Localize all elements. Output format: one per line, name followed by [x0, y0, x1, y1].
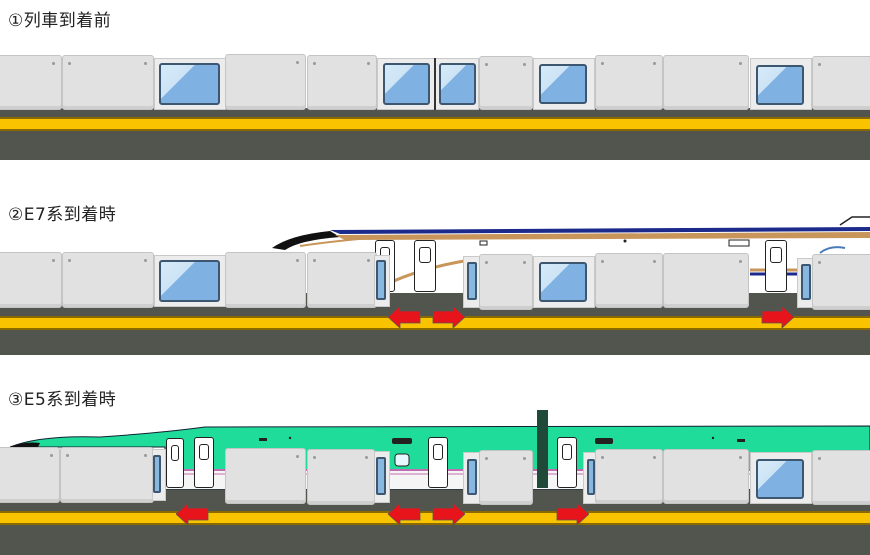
- panel-e7-arrival: ②E7系到着時: [0, 190, 870, 360]
- arrow-left-icon: [176, 503, 209, 525]
- gate-window: [159, 63, 220, 105]
- platform-door-panel: [595, 253, 663, 308]
- arrow-left-icon: [388, 503, 421, 525]
- platform-door-panel: [812, 254, 870, 310]
- arrow-left-icon: [388, 306, 421, 328]
- panel-title: ①列車到着前: [8, 11, 112, 31]
- gate-window: [539, 262, 587, 302]
- platform-door-panel: [307, 252, 377, 308]
- gate-window: [756, 459, 804, 499]
- platform-door-panel: [307, 55, 377, 110]
- gate-window: [539, 64, 587, 104]
- platform-door-panel: [663, 253, 749, 308]
- yellow-safety-line: [0, 117, 870, 131]
- arrow-right-icon: [432, 306, 465, 328]
- door-seam: [434, 58, 436, 110]
- platform-pillar: [537, 410, 548, 488]
- platform-door-panel: [0, 55, 62, 110]
- gate-window: [467, 262, 477, 300]
- train-door: [414, 240, 436, 292]
- gate-window: [756, 65, 804, 105]
- gate-window: [467, 459, 477, 495]
- gate-window: [383, 63, 430, 105]
- platform-door-panel: [595, 449, 663, 504]
- platform-door-panel: [663, 55, 749, 110]
- platform-door-panel: [0, 252, 62, 308]
- gate-window: [376, 457, 386, 495]
- platform-door-panel: [307, 449, 375, 505]
- gate-window: [801, 264, 811, 300]
- platform-door-panel: [0, 447, 60, 503]
- arrow-right-icon: [432, 503, 465, 525]
- platform-door-panel: [479, 254, 533, 310]
- platform-door-panel: [225, 448, 306, 504]
- platform-door-panel: [60, 447, 154, 503]
- platform-door-panel: [479, 450, 533, 505]
- platform-door-panel: [595, 55, 663, 110]
- platform-door-panel: [479, 56, 533, 110]
- gate-window: [376, 260, 386, 300]
- platform-door-panel: [225, 252, 306, 308]
- train-door: [428, 437, 448, 488]
- platform-door-panel: [812, 56, 870, 110]
- panel-title: ③E5系到着時: [8, 390, 117, 410]
- train-door: [765, 240, 787, 292]
- panel-before-arrival: ①列車到着前: [0, 0, 870, 170]
- train-door: [557, 437, 577, 488]
- arrow-right-icon: [761, 306, 794, 328]
- panel-title: ②E7系到着時: [8, 205, 117, 225]
- train-door: [194, 437, 214, 488]
- track-bed: [0, 108, 870, 160]
- gate-window: [587, 459, 595, 495]
- gate-window: [153, 455, 161, 493]
- gate-window: [439, 63, 476, 105]
- panel-e5-arrival: ③E5系到着時: [0, 375, 870, 555]
- platform-door-panel: [225, 54, 306, 110]
- platform-door-panel: [62, 55, 154, 110]
- arrow-right-icon: [556, 503, 589, 525]
- platform-door-panel: [62, 252, 154, 308]
- gate-window: [159, 260, 220, 302]
- train-door: [166, 438, 184, 488]
- platform-door-panel: [812, 450, 870, 505]
- platform-door-panel: [663, 449, 749, 504]
